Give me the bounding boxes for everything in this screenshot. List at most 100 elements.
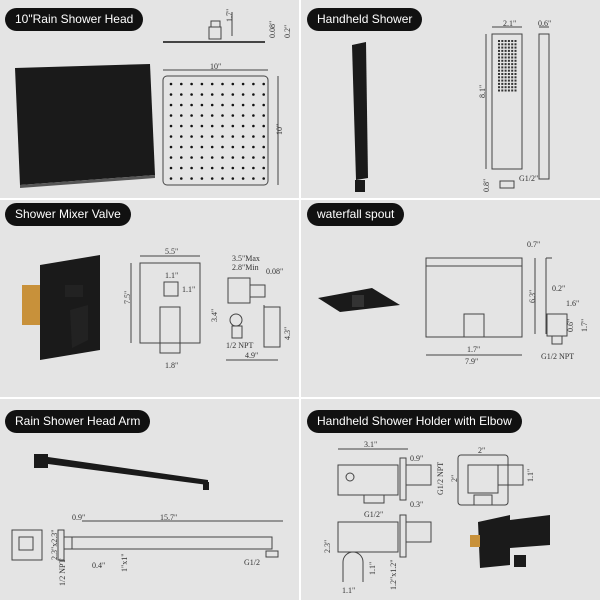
nozzle-dot [262,145,266,149]
dim-lever-height: 4.3" [283,326,292,340]
nozzle-dot [498,73,500,75]
nozzle-dot [190,156,193,159]
mixer-valve-photo [22,255,100,360]
nozzle-dot [504,56,507,59]
nozzle-dot [498,53,500,56]
dim-body-height: 1.1" [526,468,535,482]
nozzle-dot [514,73,517,75]
title-shower-arm: Rain Shower Head Arm [5,410,151,433]
nozzle-dot [200,82,204,86]
holder-photo [470,515,550,568]
dim-npt: G1/2 NPT [436,461,445,495]
dim-length: 8.1" [478,84,487,98]
nozzle-dot [504,49,507,52]
dim-clip-height: 1.1" [368,561,377,575]
nozzle-dot [231,82,235,86]
panel-handheld-shower [301,0,600,198]
nozzle-dot [514,46,517,49]
nozzle-dot [221,135,224,138]
nozzle-dot [501,73,504,75]
nozzle-dot [507,53,510,56]
dim-lever-width: 1.8" [165,361,179,370]
nozzle-dot [231,103,235,107]
nozzle-dot [221,166,224,170]
title-waterfall-spout: waterfall spout [307,203,405,226]
nozzle-dot [514,86,517,89]
handheld-photo [352,42,368,192]
waterfall-spout-photo [318,288,400,312]
nozzle-dot [252,177,255,180]
nozzle-dot [498,86,500,89]
nozzle-dot [190,166,193,170]
nozzle-dot [252,103,255,107]
nozzle-dot [200,93,204,96]
nozzle-dot [501,63,504,66]
nozzle-dot [231,114,235,117]
nozzle-dot [501,82,504,85]
nozzle-dot [210,103,214,107]
nozzle-dot [221,93,224,96]
nozzle-dot [169,156,173,159]
dim-npt: 1/2 NPT [226,341,254,350]
nozzle-dot [221,156,224,159]
nozzle-dot [221,145,224,149]
dim-flange-thick: 0.3" [410,500,424,509]
nozzle-dot [504,86,507,89]
nozzle-dot [501,66,504,69]
nozzle-dot [507,40,510,42]
nozzle-dot [514,82,517,85]
nozzle-dot [231,156,235,159]
handheld-side-view [538,26,550,180]
nozzle-dot [262,114,266,117]
dim-plate-thickness: 0.08" [268,20,277,38]
nozzle-dot [221,177,224,180]
nozzle-dot [169,93,173,96]
nozzle-dot [200,124,204,128]
nozzle-dot [498,49,500,52]
dim-width: 10" [210,62,222,71]
nozzle-dot [514,79,517,82]
nozzle-dot [504,76,507,79]
nozzle-dot [511,79,514,82]
nozzle-dot [514,43,517,46]
nozzle-dot [262,93,266,96]
nozzle-dot [180,135,183,138]
nozzle-dot [262,103,266,107]
nozzle-dot [169,114,173,117]
nozzle-dot [501,53,504,56]
nozzle-dot [231,145,235,149]
dim-flange-height: 2" [450,474,459,482]
nozzle-dot [514,56,517,59]
spout-side-view [534,257,568,345]
holder-top-view [337,448,432,504]
nozzle-dot [190,145,193,149]
nozzle-dot [180,166,183,170]
nozzle-dot [190,93,193,96]
nozzle-dot [514,76,517,79]
nozzle-dot [200,177,204,180]
nozzle-dot [262,124,266,128]
nozzle-dot [504,79,507,82]
nozzle-dot [501,43,504,46]
dim-thread: G1/2 [244,558,260,567]
nozzle-dot [501,59,504,62]
nozzle-dot [507,69,510,72]
title-rain-shower-head: 10"Rain Shower Head [5,8,144,31]
title-mixer-valve: Shower Mixer Valve [5,203,131,226]
dim-flange: 2.3"x2.3" [50,529,59,560]
nozzle-dot [241,145,245,149]
nozzle-dot [501,69,504,72]
dim-body-height: 3.4" [210,308,219,322]
nozzle-dot [514,89,517,92]
nozzle-dot [498,63,500,66]
nozzle-dot [507,66,510,69]
nozzle-dot [190,177,193,180]
nozzle-dot [514,59,517,62]
nozzle-dot [180,156,183,159]
nozzle-dot [241,166,245,170]
dim-height: 2.3" [323,539,332,553]
dim-plate-thick: 0.08" [266,267,284,276]
nozzle-dot [241,135,245,138]
nozzle-dot [221,103,224,107]
nozzle-dot [498,40,500,42]
